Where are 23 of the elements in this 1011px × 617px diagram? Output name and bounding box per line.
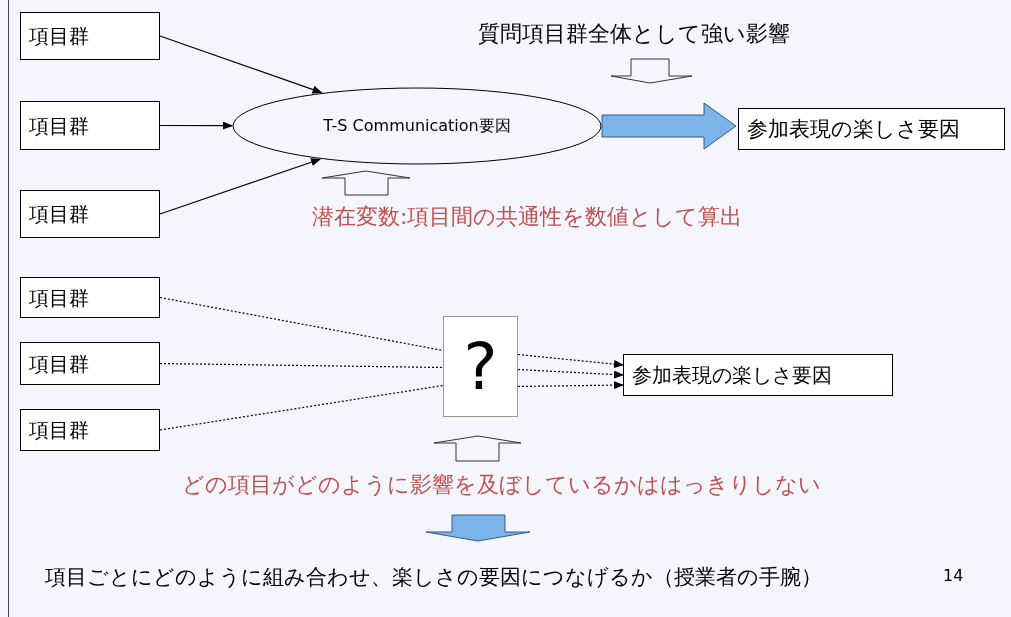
note-text: どの項目がどのように影響を及ぼしているかははっきりしない	[182, 471, 821, 499]
dotted-arrow	[517, 381, 624, 390]
item-box: 項目群	[20, 101, 160, 150]
item-box: 参加表現の楽しさ要因	[623, 354, 893, 396]
ellipse-node	[232, 87, 602, 165]
dotted-arrow	[517, 368, 624, 379]
question-box: ?	[443, 316, 518, 417]
page-number: 14	[943, 566, 964, 586]
arrow	[159, 35, 323, 94]
conclusion-text: 項目ごとにどのように組み合わせ、楽しさの要因につなげるか（授業者の手腕）	[45, 564, 822, 591]
item-box: 項目群	[20, 342, 160, 385]
heading-text: 質問項目群全体として強い影響	[478, 20, 790, 48]
arrow	[159, 121, 233, 130]
note-text: 潜在変数:項目間の共通性を数値として算出	[312, 203, 743, 231]
item-box: 項目群	[20, 12, 160, 60]
item-box: 参加表現の楽しさ要因	[738, 108, 1005, 150]
item-box: 項目群	[20, 277, 160, 318]
item-box: 項目群	[20, 190, 160, 238]
item-box: 項目群	[20, 409, 160, 451]
node-text: T-S Communication要因	[323, 115, 511, 137]
arrow	[159, 158, 321, 215]
block-arrow	[601, 102, 737, 150]
dotted-arrow	[517, 353, 624, 369]
